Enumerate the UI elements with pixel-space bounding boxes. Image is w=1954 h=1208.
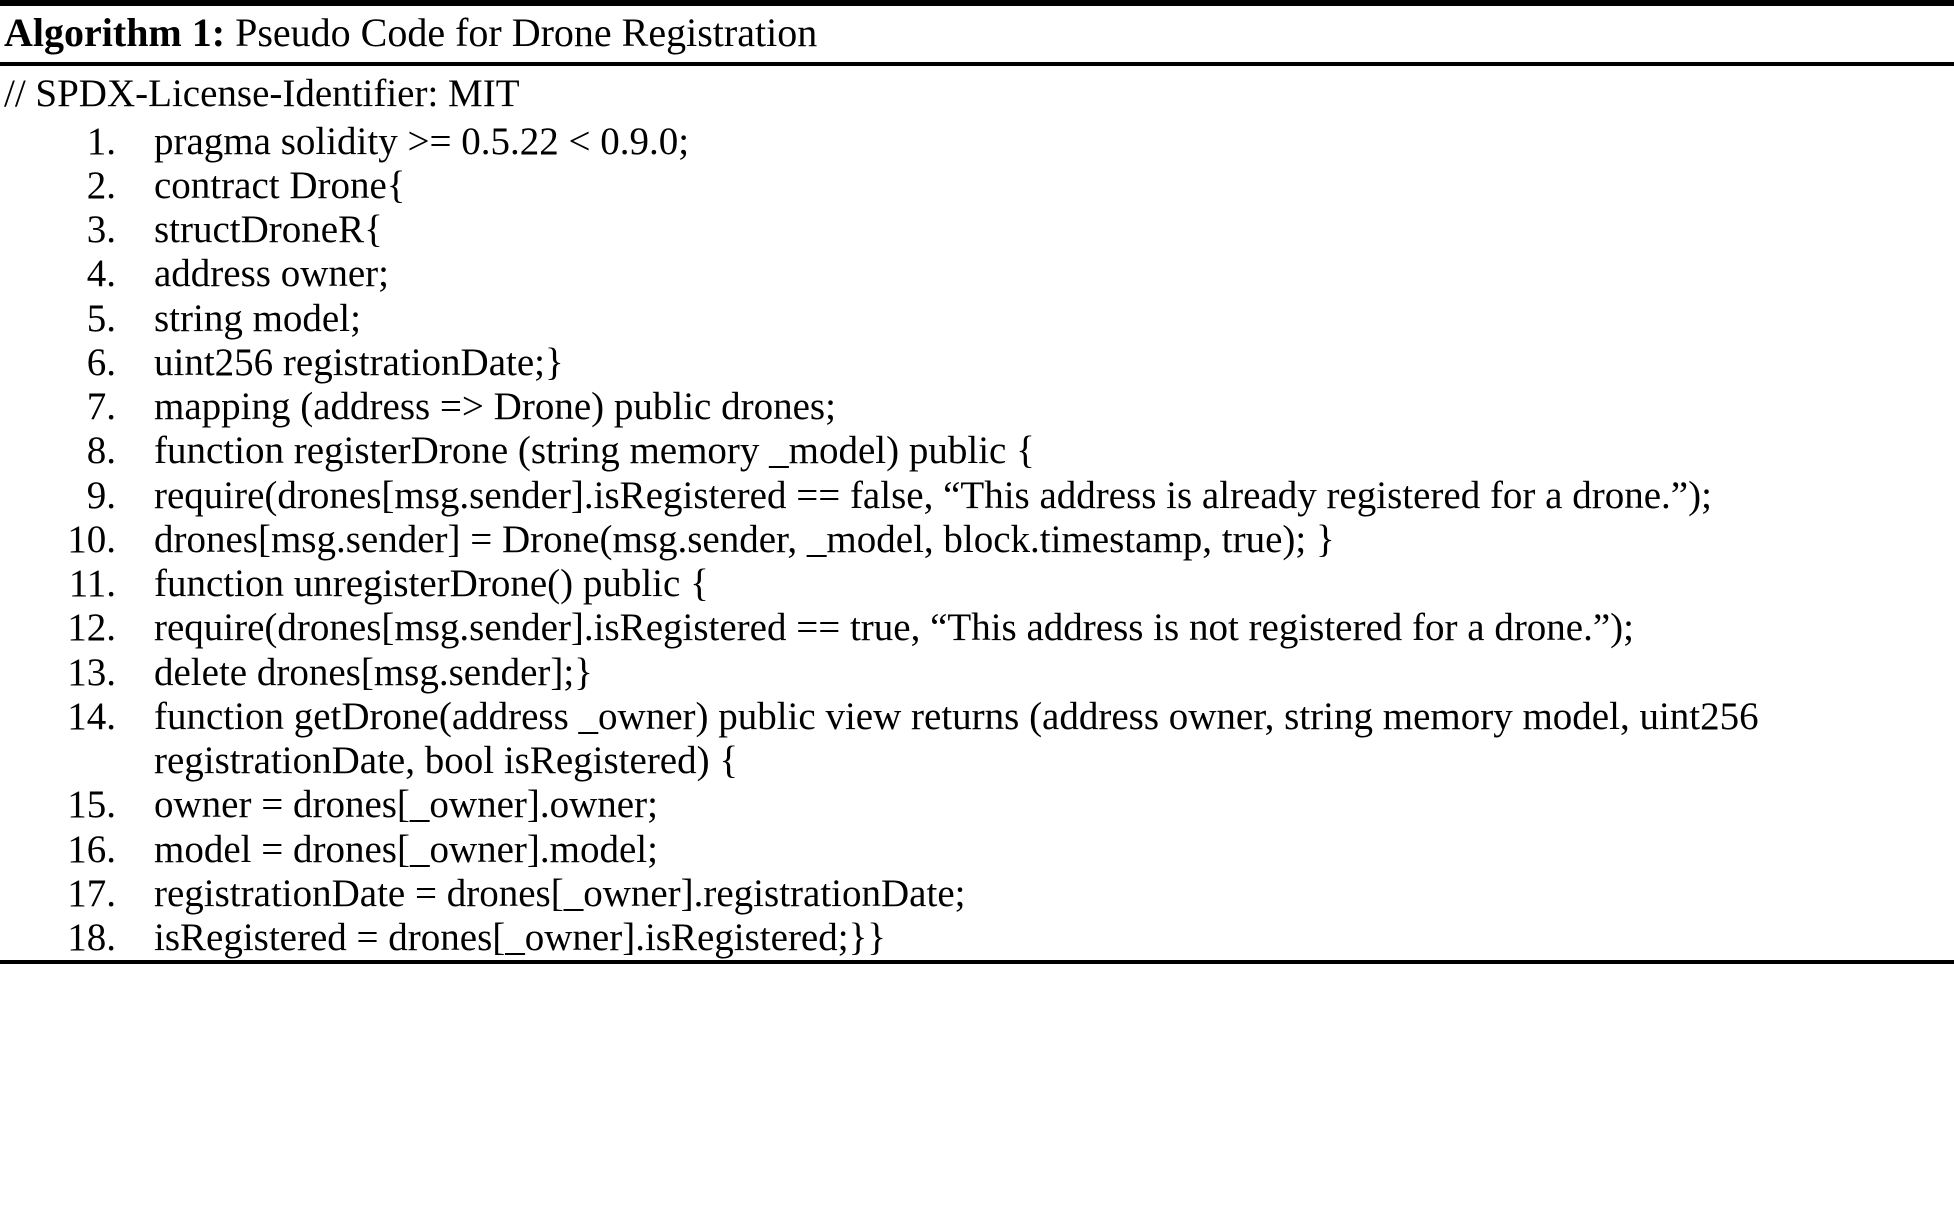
code-line: 2. contract Drone{ <box>4 164 1950 208</box>
line-number: 4. <box>86 252 116 296</box>
code-line: 13. delete drones[msg.sender];} <box>4 651 1950 695</box>
code-line: 6. uint256 registrationDate;} <box>4 341 1950 385</box>
line-code: structDroneR{ <box>154 208 383 251</box>
line-code: delete drones[msg.sender];} <box>154 650 593 694</box>
line-number: 9. <box>86 473 116 517</box>
code-line: 7. mapping (address => Drone) public dro… <box>4 385 1950 429</box>
line-code: uint256 registrationDate;} <box>154 340 564 384</box>
code-line: 17. registrationDate = drones[_owner].re… <box>4 872 1950 916</box>
line-code: registrationDate = drones[_owner].regist… <box>154 871 966 915</box>
line-number: 7. <box>86 385 116 428</box>
line-number: 8. <box>86 429 116 473</box>
line-number: 11. <box>68 562 116 605</box>
code-line-list: 1. pragma solidity >= 0.5.22 < 0.9.0; 2.… <box>4 120 1950 961</box>
line-code: isRegistered = drones[_owner].isRegister… <box>154 916 887 959</box>
code-line: 15. owner = drones[_owner].owner; <box>4 783 1950 827</box>
algorithm-title: Algorithm 1: Pseudo Code for Drone Regis… <box>0 6 1954 62</box>
line-code: pragma solidity >= 0.5.22 < 0.9.0; <box>154 119 690 163</box>
line-code: contract Drone{ <box>154 163 406 207</box>
line-code: function registerDrone (string memory _m… <box>154 429 1035 473</box>
code-line: 10. drones[msg.sender] = Drone(msg.sende… <box>4 518 1950 562</box>
code-line: 16. model = drones[_owner].model; <box>4 828 1950 872</box>
line-code: drones[msg.sender] = Drone(msg.sender, _… <box>154 517 1335 561</box>
line-number: 1. <box>86 119 116 163</box>
line-code: require(drones[msg.sender].isRegistered … <box>154 473 1712 517</box>
code-line: 3. structDroneR{ <box>4 208 1950 252</box>
line-number: 2. <box>86 163 116 207</box>
license-comment: // SPDX-License-Identifier: MIT <box>4 72 520 116</box>
code-line: 18. isRegistered = drones[_owner].isRegi… <box>4 916 1950 960</box>
line-number: 16. <box>67 827 116 871</box>
code-line: 8. function registerDrone (string memory… <box>4 429 1950 473</box>
top-rule <box>0 0 1954 6</box>
code-line: 12. require(drones[msg.sender].isRegiste… <box>4 606 1950 650</box>
line-number: 17. <box>67 871 116 915</box>
algorithm-label: Algorithm 1: <box>4 10 226 55</box>
code-line: 11. function unregisterDrone() public { <box>4 562 1950 606</box>
line-code: owner = drones[_owner].owner; <box>154 783 658 827</box>
algorithm-caption: Pseudo Code for Drone Registration <box>225 10 818 55</box>
line-code: function unregisterDrone() public { <box>154 562 709 605</box>
line-number: 3. <box>86 208 116 251</box>
code-line: 4. address owner; <box>4 252 1950 296</box>
line-code: address owner; <box>154 252 390 296</box>
algorithm-body: // SPDX-License-Identifier: MIT 1. pragm… <box>0 66 1954 960</box>
line-code: string model; <box>154 296 361 340</box>
bottom-rule <box>0 960 1954 965</box>
header-rule <box>0 62 1954 67</box>
line-code: mapping (address => Drone) public drones… <box>154 385 836 428</box>
line-code: model = drones[_owner].model; <box>154 827 658 871</box>
code-line: 14. function getDrone(address _owner) pu… <box>4 695 1950 784</box>
line-number: 5. <box>86 296 116 340</box>
code-line: 1. pragma solidity >= 0.5.22 < 0.9.0; <box>4 120 1950 164</box>
line-number: 18. <box>67 916 116 959</box>
line-code: function getDrone(address _owner) public… <box>154 694 1769 782</box>
line-number: 15. <box>67 783 116 827</box>
line-number: 13. <box>67 650 116 694</box>
line-number: 6. <box>86 340 116 384</box>
code-line: 9. require(drones[msg.sender].isRegister… <box>4 474 1950 518</box>
line-number: 12. <box>67 606 116 650</box>
line-number: 10. <box>67 517 116 561</box>
code-line: 5. string model; <box>4 297 1950 341</box>
line-code: require(drones[msg.sender].isRegistered … <box>154 606 1635 650</box>
line-number: 14. <box>67 694 116 738</box>
